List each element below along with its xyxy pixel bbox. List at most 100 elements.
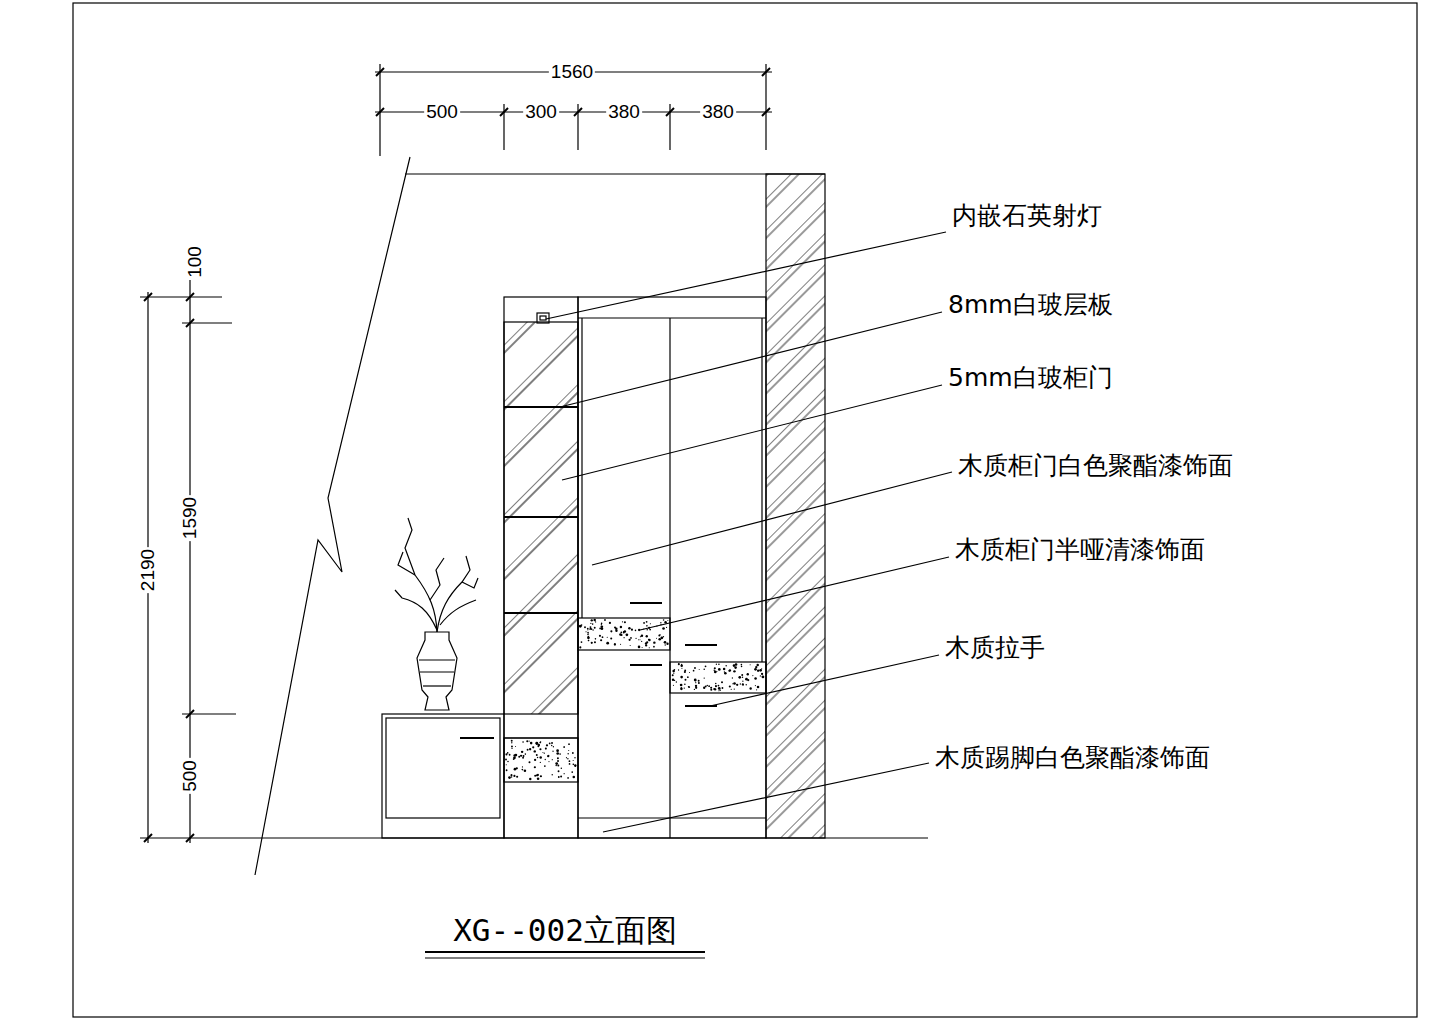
- stone-dot: [600, 639, 602, 641]
- stone-dot: [718, 690, 719, 691]
- stone-dot: [594, 627, 596, 629]
- stone-dot: [656, 638, 657, 639]
- stone-dot: [573, 764, 575, 766]
- stone-dot: [587, 629, 588, 630]
- stone-dot: [536, 754, 538, 756]
- stone-dot: [590, 626, 592, 628]
- stone-dot: [749, 687, 751, 689]
- stone-dot: [666, 627, 667, 628]
- dimension-text: 500: [180, 758, 201, 794]
- stone-dot: [511, 740, 513, 742]
- stone-dot: [649, 647, 650, 648]
- stone-dot: [534, 775, 536, 777]
- stone-dot: [694, 689, 695, 690]
- stone-dot: [551, 742, 553, 744]
- stone-dot: [601, 627, 604, 630]
- stone-dot: [725, 665, 726, 666]
- stone-dot: [628, 627, 630, 629]
- stone-dot: [710, 687, 712, 689]
- stone-dot: [722, 687, 724, 689]
- stone-dot: [587, 636, 590, 639]
- stone-dot: [510, 774, 512, 776]
- stone-dot: [630, 637, 632, 639]
- stone-dot: [672, 674, 674, 676]
- stone-dot: [733, 670, 735, 672]
- dimension-text: 1560: [549, 62, 595, 83]
- stone-dot: [515, 754, 518, 757]
- stone-dot: [729, 685, 731, 687]
- stone-dot: [693, 670, 695, 672]
- stone-dot: [511, 746, 513, 748]
- stone-dot: [673, 673, 674, 674]
- stone-dot: [750, 664, 751, 665]
- stone-dot: [631, 629, 633, 631]
- stone-dot: [589, 629, 590, 630]
- stone-dot: [718, 687, 721, 690]
- stone-dot: [760, 675, 761, 676]
- stone-dot: [703, 668, 705, 670]
- stone-dot: [732, 677, 733, 678]
- stone-dot: [649, 629, 651, 631]
- callout-label: 内嵌石英射灯: [950, 202, 1104, 230]
- stone-dot: [638, 646, 641, 649]
- stone-dot: [680, 684, 683, 687]
- stone-dot: [588, 640, 589, 641]
- stone-dot: [660, 622, 661, 623]
- stone-dot: [713, 688, 715, 690]
- stone-dot: [539, 756, 542, 759]
- stone-dot: [653, 641, 655, 643]
- quartz-spotlight: [537, 313, 549, 323]
- stone-dot: [638, 639, 639, 640]
- stone-dot: [520, 755, 522, 757]
- dimension-text: 2190: [138, 547, 159, 593]
- stone-dot: [561, 768, 562, 769]
- stone-dot: [539, 742, 541, 744]
- stone-dot: [514, 768, 517, 771]
- stone-dot: [593, 619, 596, 622]
- stone-dot: [680, 688, 683, 691]
- stone-dot: [544, 753, 545, 754]
- stone-dot: [522, 769, 523, 770]
- low-cabinet: [382, 714, 504, 838]
- stone-dot: [538, 744, 540, 746]
- stone-dot: [604, 619, 606, 621]
- stone-dot: [546, 744, 548, 746]
- stone-dot: [747, 679, 749, 681]
- stone-dot: [537, 745, 539, 747]
- stone-dot: [708, 685, 710, 687]
- stone-dot: [579, 646, 581, 648]
- stone-dot: [638, 629, 640, 631]
- stone-dot: [567, 753, 568, 754]
- stone-dot: [628, 639, 630, 641]
- stone-dot: [688, 686, 690, 688]
- stone-dot: [718, 664, 720, 666]
- stone-dot: [714, 688, 716, 690]
- stone-dot: [511, 776, 512, 777]
- callout-label: 5mm白玻柜门: [946, 364, 1115, 392]
- stone-dot: [755, 666, 757, 668]
- stone-dot: [736, 684, 738, 686]
- stone-dot: [658, 635, 660, 637]
- stone-dot: [585, 631, 586, 632]
- stone-dot: [574, 764, 576, 766]
- stone-dot: [724, 672, 727, 675]
- stone-dot: [564, 773, 565, 774]
- stone-dot: [592, 629, 593, 630]
- stone-dot: [741, 664, 743, 666]
- stone-dot: [545, 748, 547, 750]
- stone-texture: [505, 619, 764, 781]
- vase-decoration: [395, 518, 478, 710]
- stone-dot: [710, 689, 712, 691]
- stone-dot: [537, 777, 540, 780]
- stone-dot: [537, 757, 538, 758]
- stone-dot: [559, 753, 561, 755]
- stone-dot: [505, 753, 507, 755]
- stone-dot: [678, 669, 679, 670]
- stone-dot: [568, 750, 569, 751]
- stone-dot: [595, 638, 597, 640]
- stone-dot: [590, 628, 592, 630]
- stone-dot: [707, 685, 708, 686]
- stone-dot: [522, 757, 524, 759]
